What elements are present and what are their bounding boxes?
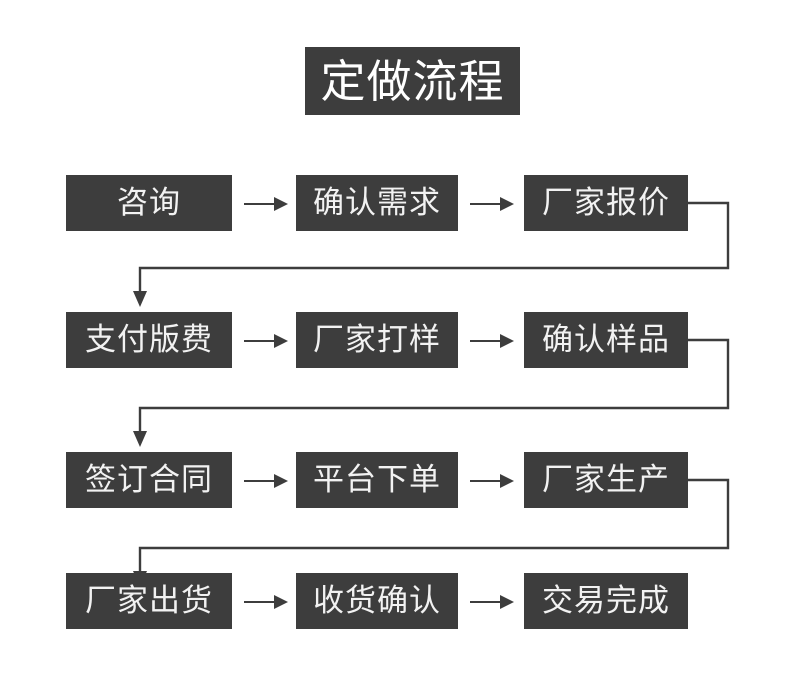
flow-node-2-3[interactable]: 确认样品 [524, 312, 688, 368]
flow-node-3-1[interactable]: 签订合同 [66, 452, 232, 508]
flow-node-4-3[interactable]: 交易完成 [524, 573, 688, 629]
flow-node-4-2[interactable]: 收货确认 [296, 573, 458, 629]
flow-row-1: 咨询 确认需求 厂家报价 [0, 175, 800, 233]
flow-node-1-2[interactable]: 确认需求 [296, 175, 458, 231]
arrow-right-icon [470, 474, 514, 488]
arrow-right-icon [470, 197, 514, 211]
flow-node-2-2[interactable]: 厂家打样 [296, 312, 458, 368]
arrow-right-icon [244, 474, 288, 488]
flow-node-3-2[interactable]: 平台下单 [296, 452, 458, 508]
flow-row-4: 厂家出货 收货确认 交易完成 [0, 573, 800, 631]
flow-row-3: 签订合同 平台下单 厂家生产 [0, 452, 800, 510]
arrow-right-icon [470, 595, 514, 609]
flow-node-2-1[interactable]: 支付版费 [66, 312, 232, 368]
flow-node-3-3[interactable]: 厂家生产 [524, 452, 688, 508]
flow-row-2: 支付版费 厂家打样 确认样品 [0, 312, 800, 370]
arrow-right-icon [244, 334, 288, 348]
flow-node-4-1[interactable]: 厂家出货 [66, 573, 232, 629]
wrap-arrowhead-row2 [133, 291, 147, 307]
page-title: 定做流程 [305, 47, 520, 115]
arrow-right-icon [470, 334, 514, 348]
arrow-right-icon [244, 595, 288, 609]
flow-node-1-3[interactable]: 厂家报价 [524, 175, 688, 231]
flow-node-1-1[interactable]: 咨询 [66, 175, 232, 231]
wrap-arrowhead-row3 [133, 431, 147, 447]
arrow-right-icon [244, 197, 288, 211]
